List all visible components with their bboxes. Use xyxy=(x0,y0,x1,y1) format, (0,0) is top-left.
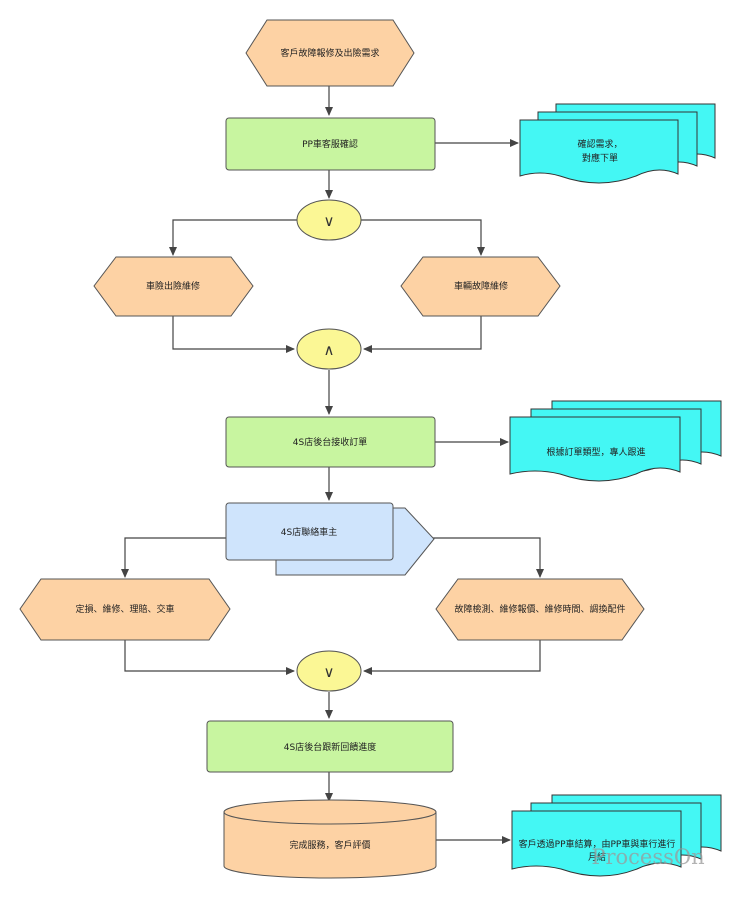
svg-text:確認需求，: 確認需求， xyxy=(577,138,622,150)
breakdown-event: 車輛故障維修 xyxy=(400,256,561,317)
svg-text:4S店後台接收訂單: 4S店後台接收訂單 xyxy=(293,436,367,448)
insurance-event: 車險出險維修 xyxy=(93,256,254,317)
settlement-document: 客戶透過PP車結算，由PP車與車行進行 月結 xyxy=(511,794,722,877)
svg-text:∨: ∨ xyxy=(324,212,335,230)
assess-event: 定損、維修、理賠、交車 xyxy=(19,578,231,641)
watermark: ProcessOn xyxy=(591,845,704,869)
confirm-document: 確認需求， 對應下單 xyxy=(519,103,716,184)
svg-text:根據訂單類型，專人跟進: 根據訂單類型，專人跟進 xyxy=(546,446,645,458)
xor-gateway-1: ∨ xyxy=(296,199,362,241)
svg-text:4S店後台跟新回饋進度: 4S店後台跟新回饋進度 xyxy=(284,741,376,753)
svg-text:月結: 月結 xyxy=(588,851,606,863)
receive-order-document: 根據訂單類型，專人跟進 xyxy=(509,400,722,482)
svg-text:PP車客服確認: PP車客服確認 xyxy=(302,138,358,150)
svg-text:車險出險維修: 車險出險維修 xyxy=(146,280,200,292)
svg-text:∨: ∨ xyxy=(324,663,335,681)
svg-text:車輛故障維修: 車輛故障維修 xyxy=(454,280,508,292)
svg-text:完成服務，客戶評價: 完成服務，客戶評價 xyxy=(289,839,370,851)
update-progress-function: 4S店後台跟新回饋進度 xyxy=(206,720,454,773)
svg-text:故障檢測、維修報價、維修時間、調換配件: 故障檢測、維修報價、維修時間、調換配件 xyxy=(454,603,625,615)
contact-owner-node: 4S店聯絡車主 xyxy=(225,502,435,576)
svg-text:定損、維修、理賠、交車: 定損、維修、理賠、交車 xyxy=(75,603,174,615)
diagnose-event: 故障檢測、維修報價、維修時間、調換配件 xyxy=(435,578,645,641)
xor-gateway-2: ∨ xyxy=(296,650,362,692)
svg-text:對應下單: 對應下單 xyxy=(582,152,618,164)
receive-order-function: 4S店後台接收訂單 xyxy=(225,416,436,468)
start-event: 客戶故障報修及出險需求 xyxy=(245,19,415,87)
and-gateway: ∧ xyxy=(296,328,362,370)
svg-text:4S店聯絡車主: 4S店聯絡車主 xyxy=(281,526,337,538)
connections xyxy=(121,86,544,844)
completion-node: 完成服務，客戶評價 xyxy=(223,799,437,879)
confirm-function: PP車客服確認 xyxy=(225,117,436,171)
svg-text:客戶故障報修及出險需求: 客戶故障報修及出險需求 xyxy=(280,47,379,59)
svg-text:∧: ∧ xyxy=(324,341,335,359)
svg-text:客戶透過PP車結算，由PP車與車行進行: 客戶透過PP車結算，由PP車與車行進行 xyxy=(519,838,676,850)
